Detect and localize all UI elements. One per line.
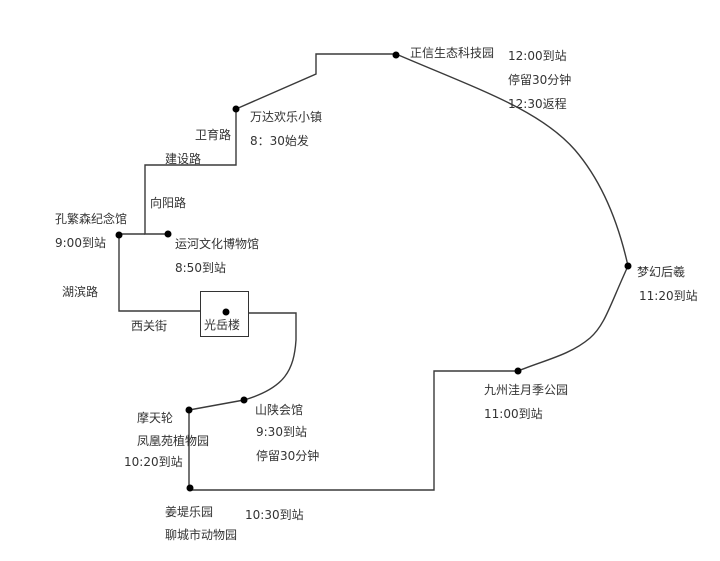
- stop-dot-jiangdi: [186, 484, 194, 492]
- stop-note-motianlun-0: 凤凰苑植物园: [137, 434, 210, 448]
- stop-name-yunhe: 运河文化博物馆: [175, 237, 260, 251]
- stop-note-yunhe-0: 8:50到站: [175, 261, 226, 275]
- road-label-xiangyang: 向阳路: [150, 196, 187, 210]
- road-label-hubin: 湖滨路: [62, 285, 99, 299]
- road-label-jianshe: 建设路: [165, 152, 202, 166]
- route-menghuan-to-jiuzhou: [517, 265, 629, 372]
- stop-name-jiuzhou: 九州洼月季公园: [484, 383, 569, 397]
- route-wanda-to-yunhe: [144, 109, 237, 235]
- guangyue-box: 光岳楼: [200, 291, 249, 337]
- stop-dot-shanshan: [240, 396, 248, 404]
- stop-dot-jiuzhou: [514, 367, 522, 375]
- road-label-weiyu: 卫育路: [195, 128, 232, 142]
- stop-note-zhengxin-2: 12:30返程: [508, 97, 567, 111]
- route-kongfan-branch: [118, 233, 200, 312]
- road-label-xiguan: 西关街: [131, 319, 168, 333]
- route-wanda-to-zhengxin: [235, 53, 396, 110]
- stop-dot-wanda: [232, 105, 240, 113]
- stop-name-kongfan: 孔繁森纪念馆: [55, 212, 128, 226]
- stop-note-menghuan-0: 11:20到站: [639, 289, 698, 303]
- stop-note-motianlun-1: 10:20到站: [124, 455, 183, 469]
- stop-note-shanshan-1: 停留30分钟: [256, 449, 320, 463]
- stop-name-motianlun: 摩天轮: [137, 411, 174, 425]
- stop-name-shanshan: 山陕会馆: [255, 403, 304, 417]
- stop-name-guangyue: 光岳楼: [204, 318, 241, 332]
- route-guangyue-to-shanshan: [243, 312, 297, 401]
- stop-note-jiuzhou-0: 11:00到站: [484, 407, 543, 421]
- route-jiuzhou-to-jiangdi: [190, 370, 518, 491]
- stop-note-kongfan-0: 9:00到站: [55, 236, 106, 250]
- stop-dot-yunhe: [164, 230, 172, 238]
- stop-name-wanda: 万达欢乐小镇: [250, 110, 323, 124]
- stop-dot-guangyue: [222, 308, 230, 316]
- stop-dot-kongfan: [115, 231, 123, 239]
- stop-note-jiangdi-1: 10:30到站: [245, 508, 304, 522]
- stop-dot-menghuan: [624, 262, 632, 270]
- stop-note-jiangdi-0: 聊城市动物园: [165, 528, 238, 542]
- stop-dot-motianlun: [185, 406, 193, 414]
- stop-note-zhengxin-1: 停留30分钟: [508, 73, 572, 87]
- stop-dot-zhengxin: [392, 51, 400, 59]
- stop-note-wanda-0: 8：30始发: [250, 134, 309, 148]
- stop-name-menghuan: 梦幻后羲: [637, 265, 686, 279]
- stop-name-zhengxin: 正信生态科技园: [410, 46, 495, 60]
- route-zhengxin-to-menghuan: [395, 53, 629, 267]
- stop-note-zhengxin-0: 12:00到站: [508, 49, 567, 63]
- stop-note-shanshan-0: 9:30到站: [256, 425, 307, 439]
- stop-name-jiangdi: 姜堤乐园: [165, 505, 214, 519]
